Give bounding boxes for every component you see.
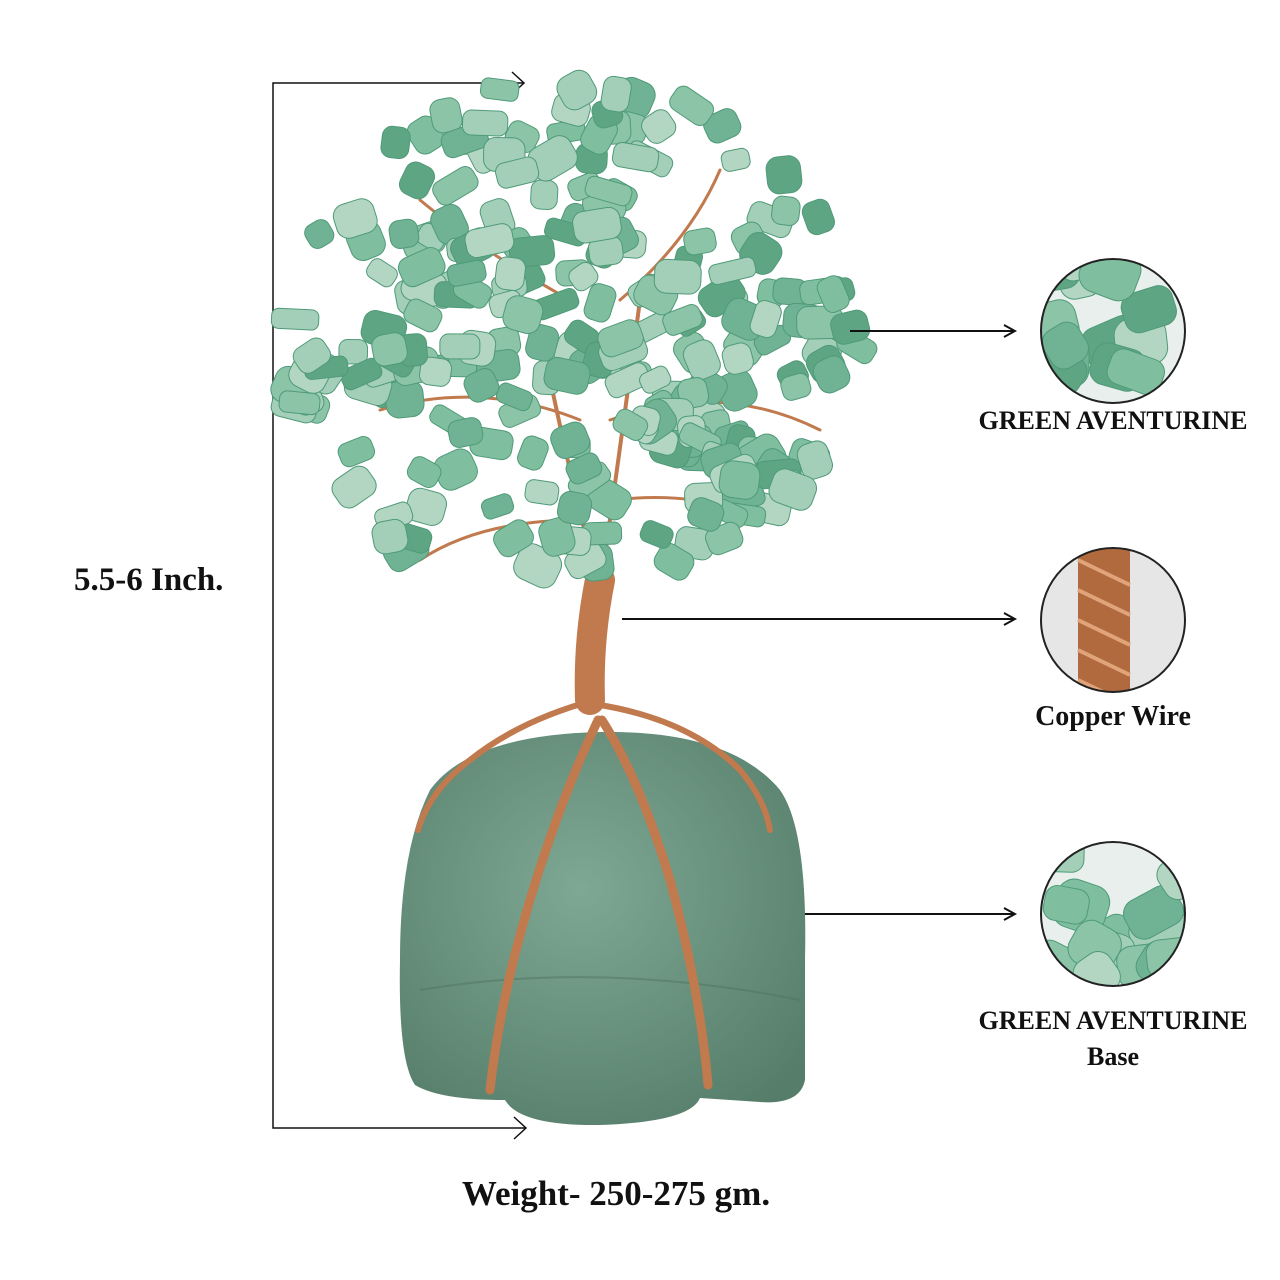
aventurine-chip: [463, 368, 500, 403]
aventurine-chip: [1041, 321, 1089, 370]
aventurine-chip: [403, 298, 443, 333]
callout-title-wire: Copper Wire: [1035, 701, 1191, 732]
aventurine-chip: [419, 356, 453, 387]
aventurine-chip: [331, 465, 377, 509]
aventurine-chip: [720, 147, 751, 172]
aventurine-chip: [771, 195, 801, 226]
aventurine-chip: [765, 155, 803, 195]
aventurine-chip: [639, 520, 674, 549]
aventurine-chip: [830, 309, 871, 345]
aventurine-chip: [812, 355, 851, 394]
aventurine-chip: [572, 206, 622, 244]
aventurine-chip: [397, 247, 446, 288]
aventurine-chip: [388, 218, 420, 249]
aventurine-chip: [1120, 285, 1177, 334]
aventurine-chip: [530, 179, 559, 210]
aventurine-chip: [502, 295, 544, 335]
aventurine-chip: [543, 356, 591, 395]
green-aventurine-base-icon: [1040, 841, 1186, 987]
aventurine-chip: [721, 342, 754, 375]
aventurine-chip: [432, 166, 479, 206]
aventurine-chip: [583, 283, 617, 323]
aventurine-chip: [380, 125, 411, 160]
aventurine-chip: [600, 75, 632, 113]
weight-label: Weight- 250-275 gm.: [461, 1174, 771, 1213]
stone-base: [399, 731, 806, 1126]
aventurine-chip: [398, 161, 436, 200]
aventurine-chip: [816, 275, 850, 313]
aventurine-chip: [524, 479, 560, 506]
aventurine-chip: [447, 417, 484, 448]
aventurine-chip: [597, 319, 644, 358]
aventurine-chip: [371, 518, 409, 555]
aventurine-chip: [568, 261, 599, 292]
aventurine-chip: [1072, 951, 1121, 986]
aventurine-chip: [604, 362, 651, 399]
aventurine-chip: [611, 142, 660, 173]
aventurine-chip: [494, 256, 526, 291]
height-label: 5.5-6 Inch.: [74, 562, 224, 598]
aventurine-chip: [653, 258, 702, 295]
aventurine-chip: [406, 456, 442, 488]
callout-base-title: GREEN AVENTURINE: [978, 1006, 1248, 1035]
aventurine-chip: [1106, 348, 1166, 396]
aventurine-chip: [653, 542, 695, 581]
aventurine-chip: [801, 198, 835, 236]
aventurine-chip: [639, 365, 672, 394]
aventurine-chip: [1041, 842, 1085, 873]
aventurine-chip: [565, 452, 603, 485]
aventurine-chip: [332, 198, 378, 239]
aventurine-chip: [495, 156, 540, 189]
aventurine-chip: [780, 372, 812, 401]
aventurine-chip: [556, 490, 593, 526]
aventurine-chip: [338, 338, 369, 365]
callout-base-subtitle: Base: [1086, 1042, 1139, 1071]
aventurine-chip: [461, 109, 509, 137]
aventurine-chip: [493, 519, 534, 558]
aventurine-chip: [304, 219, 335, 249]
aventurine-chip: [708, 256, 757, 285]
callout-title-stones: GREEN AVENTURINE: [978, 406, 1248, 435]
aventurine-chip: [517, 435, 549, 471]
aventurine-chip: [682, 339, 721, 381]
aventurine-chip: [584, 175, 633, 207]
aventurine-chip: [340, 357, 383, 391]
aventurine-chip: [662, 304, 703, 336]
callout-title-base: GREEN AVENTURINE Base: [979, 1003, 1248, 1075]
aventurine-chip: [641, 109, 677, 144]
aventurine-chip: [669, 85, 715, 126]
aventurine-chip: [446, 259, 487, 287]
aventurine-chip: [464, 223, 515, 259]
aventurine-chip: [556, 69, 598, 111]
aventurine-chip: [687, 497, 725, 532]
aventurine-chip: [768, 468, 818, 511]
aventurine-chip: [683, 227, 717, 256]
aventurine-chip: [292, 337, 332, 374]
aventurine-chip: [480, 493, 515, 520]
aventurine-chip: [366, 258, 398, 288]
aventurine-chip: [479, 77, 520, 102]
aventurine-chip: [337, 435, 376, 468]
aventurine-chip: [270, 307, 320, 331]
aventurine-chip: [278, 390, 321, 416]
aventurine-chip: [612, 408, 649, 441]
tree-canopy: [270, 69, 878, 589]
aventurine-chip: [703, 108, 742, 144]
aventurine-chip: [718, 460, 761, 500]
aventurine-chip: [371, 332, 408, 367]
aventurine-chip: [749, 300, 782, 339]
copper-wire-icon: [1040, 547, 1186, 693]
aventurine-chip: [405, 487, 448, 526]
green-aventurine-chips-icon: [1040, 258, 1186, 404]
aventurine-chip: [439, 333, 481, 360]
aventurine-chip: [1042, 884, 1090, 925]
aventurine-chip: [538, 517, 576, 557]
aventurine-chip: [550, 421, 591, 460]
aventurine-chip: [525, 323, 560, 362]
